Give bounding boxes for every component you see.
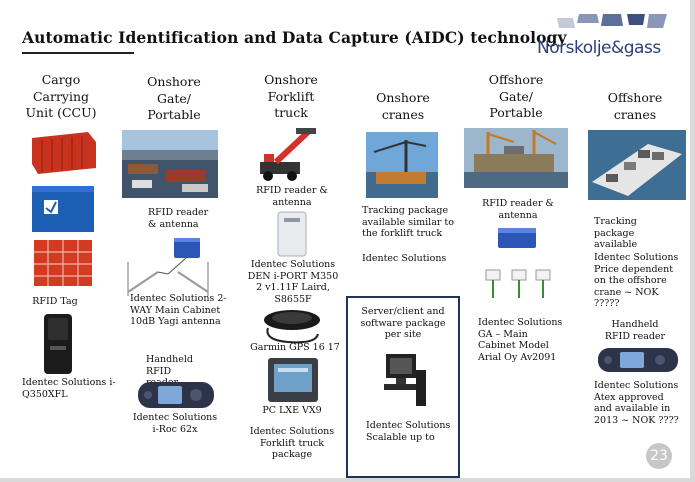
offshore-antennas-image bbox=[485, 269, 551, 298]
column-header-onshore-cranes: Onshore cranes bbox=[376, 90, 430, 122]
supply-vessel-photo bbox=[588, 130, 686, 200]
offshore-gate-model: Identec Solutions GA – Main Cabinet Mode… bbox=[478, 317, 563, 363]
onshore-cranes-server: Server/client and software package per s… bbox=[360, 306, 446, 340]
onshore-cranes-tracking: Tracking package available similar to th… bbox=[362, 205, 454, 239]
forklift-reader-model: Identec Solutions DEN i-PORT M350 2 v1.1… bbox=[247, 259, 339, 305]
column-header-offshore-gate: Offshore Gate/ Portable bbox=[488, 72, 544, 120]
forklift-pc-label: PC LXE VX9 bbox=[262, 405, 322, 416]
harbour-photo bbox=[122, 130, 218, 198]
column-header-onshore-forklift: Onshore Forklift truck bbox=[264, 72, 318, 120]
column-header-offshore-cranes: Offshore cranes bbox=[607, 90, 663, 122]
rfid-tag-device-image bbox=[44, 314, 72, 374]
reach-stacker-image bbox=[260, 128, 316, 181]
forklift-reader-label: RFID reader & antenna bbox=[256, 185, 328, 208]
ccu-rfid-tag-label: RFID Tag bbox=[32, 296, 78, 307]
onshore-gate-handheld-model: Identec Solutions i-Roc 62x bbox=[132, 412, 218, 435]
offshore-platform-photo bbox=[464, 128, 568, 188]
column-header-ccu: Cargo Carrying Unit (CCU) bbox=[25, 72, 97, 120]
onshore-cranes-vendor: Identec Solutions bbox=[362, 253, 447, 264]
title-underline bbox=[22, 52, 134, 54]
ccu-containers-image bbox=[32, 132, 96, 286]
ccu-tag-model: Identec Solutions i-Q350XFL bbox=[22, 377, 116, 400]
onshore-cranes-scalable: Identec Solutions Scalable up to bbox=[366, 420, 451, 443]
garmin-gps-image bbox=[264, 310, 320, 344]
offshore-reader-image bbox=[498, 228, 536, 248]
forklift-package-label: Identec Solutions Forklift truck package bbox=[249, 426, 335, 460]
logo-text: Norskolje&gass bbox=[537, 38, 661, 58]
column-header-onshore-gate: Onshore Gate/ Portable bbox=[147, 74, 201, 122]
offshore-handheld-reader-image bbox=[598, 348, 678, 372]
lxe-vx9-pc-image bbox=[268, 358, 318, 402]
onshore-gate-reader-label: RFID reader & antenna bbox=[148, 207, 209, 230]
offshore-cranes-price: Identec Solutions Price dependent on the… bbox=[594, 252, 679, 309]
slide-edge-right bbox=[690, 0, 695, 482]
server-highlight-box bbox=[346, 296, 460, 478]
forklift-reader-image bbox=[277, 211, 307, 257]
server-computer-image bbox=[384, 354, 426, 406]
offshore-cranes-handheld-label: Handheld RFID reader bbox=[604, 319, 666, 342]
norsk-olje-gass-logo bbox=[557, 14, 667, 28]
forklift-gps-label: Garmin GPS 16 17 bbox=[250, 342, 340, 353]
offshore-cranes-atex: Identec Solutions Atex approved and avai… bbox=[594, 380, 679, 426]
offshore-gate-reader-label: RFID reader & antenna bbox=[482, 198, 554, 221]
offshore-cranes-tracking: Tracking package available bbox=[594, 216, 638, 250]
onshore-crane-photo bbox=[366, 132, 438, 198]
page-title: Automatic Identification and Data Captur… bbox=[22, 28, 567, 47]
onshore-gate-antenna-model: Identec Solutions 2-WAY Main Cabinet 10d… bbox=[130, 293, 227, 327]
slide-edge-bottom bbox=[0, 478, 695, 482]
yagi-antenna-image bbox=[127, 238, 209, 296]
page-number: 23 bbox=[646, 443, 672, 469]
handheld-reader-image bbox=[138, 382, 214, 408]
